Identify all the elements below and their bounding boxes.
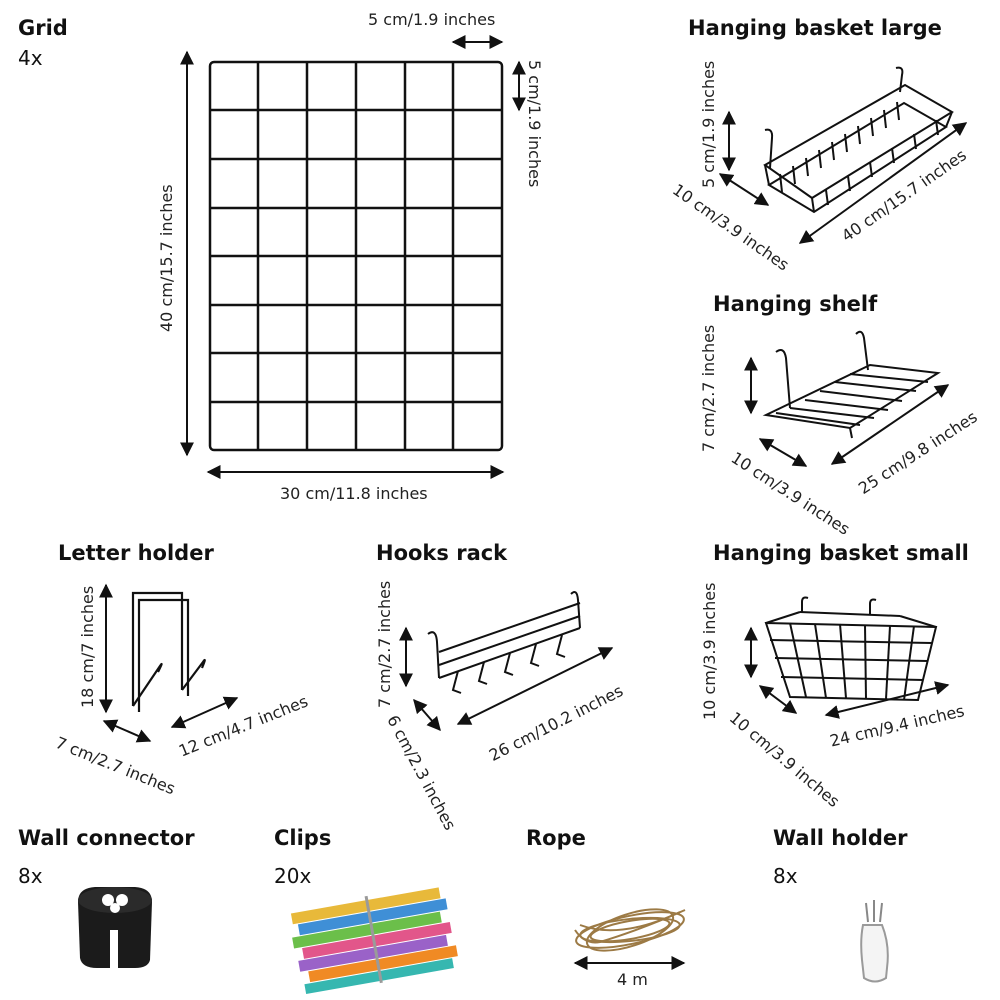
shelf-title: Hanging shelf xyxy=(713,292,878,316)
hooks-rack-depth-arrow xyxy=(413,698,441,732)
basket-large-length-arrow xyxy=(798,122,968,244)
grid-height-label: 40 cm/15.7 inches xyxy=(157,184,176,332)
basket-small-title: Hanging basket small xyxy=(713,541,969,565)
basket-small-height-label: 10 cm/3.9 inches xyxy=(700,582,719,720)
clips-quantity: 20x xyxy=(274,864,312,888)
rope-image xyxy=(574,908,686,952)
basket-large-title: Hanging basket large xyxy=(688,16,942,40)
hooks-rack-image xyxy=(427,591,581,694)
wall-connector-title: Wall connector xyxy=(18,826,195,850)
shelf-length-arrow xyxy=(830,384,950,465)
shelf-depth-arrow xyxy=(758,438,808,467)
wall-holder-image xyxy=(860,900,889,983)
basket-small-length-arrow xyxy=(824,681,950,719)
wall-holder-title: Wall holder xyxy=(773,826,908,850)
shelf-image xyxy=(762,330,941,439)
grid-panel-image xyxy=(208,60,504,452)
rope-title: Rope xyxy=(526,826,586,850)
rope-length-label: 4 m xyxy=(617,970,648,989)
letter-holder-height-label: 18 cm/7 inches xyxy=(78,585,97,708)
grid-cell-height-label: 5 cm/1.9 inches xyxy=(525,60,544,188)
clips-image xyxy=(290,887,458,995)
wall-holder-quantity: 8x xyxy=(773,864,798,888)
letter-holder-image xyxy=(131,591,206,712)
grid-quantity: 4x xyxy=(18,46,43,70)
hooks-rack-height-label: 7 cm/2.7 inches xyxy=(375,580,394,708)
grid-title: Grid xyxy=(18,16,68,40)
clips-title: Clips xyxy=(274,826,332,850)
shelf-height-label: 7 cm/2.7 inches xyxy=(699,324,718,452)
basket-large-depth-arrow xyxy=(718,173,770,206)
letter-holder-depth-arrow xyxy=(102,719,152,743)
hooks-rack-length-arrow xyxy=(456,647,614,725)
grid-cell-width-label: 5 cm/1.9 inches xyxy=(368,10,496,29)
wall-connector-image xyxy=(78,887,152,968)
grid-width-label: 30 cm/11.8 inches xyxy=(280,484,428,503)
basket-small-depth-arrow xyxy=(758,685,798,714)
basket-large-height-label: 5 cm/1.9 inches xyxy=(699,60,718,188)
letter-holder-title: Letter holder xyxy=(58,541,214,565)
wall-connector-quantity: 8x xyxy=(18,864,43,888)
hooks-rack-title: Hooks rack xyxy=(376,541,508,565)
letter-holder-length-arrow xyxy=(170,696,239,729)
basket-small-image xyxy=(764,596,938,702)
